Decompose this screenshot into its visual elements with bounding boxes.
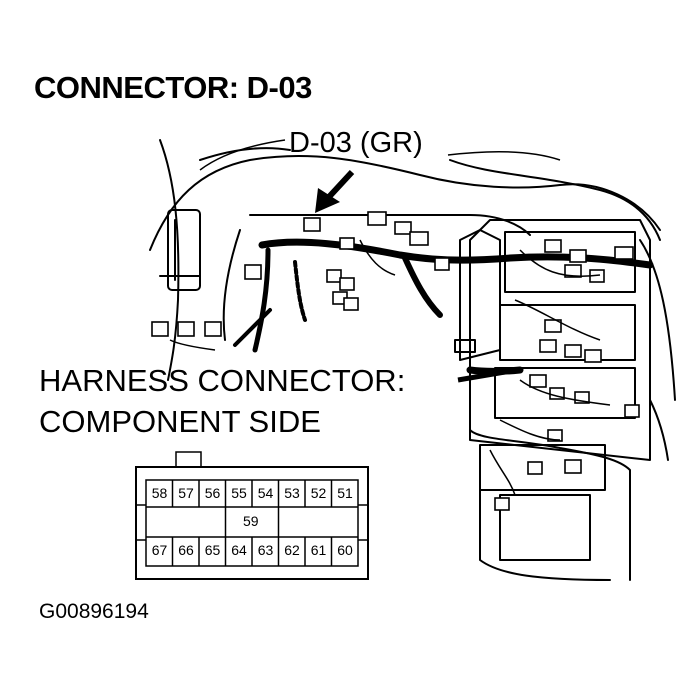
pin-57: 57	[178, 485, 194, 501]
pin-64: 64	[231, 542, 247, 558]
pin-54: 54	[257, 485, 274, 501]
pin-61: 61	[310, 542, 327, 558]
pin-52: 52	[310, 485, 327, 501]
connector-blocks	[151, 211, 640, 511]
harness-connector-face	[135, 451, 369, 580]
center-console	[469, 219, 651, 461]
harness-label-line1: HARNESS CONNECTOR:	[39, 363, 406, 398]
dash-top-outline	[149, 154, 661, 251]
pin-62: 62	[284, 542, 300, 558]
pin-53: 53	[284, 485, 300, 501]
pin-67: 67	[151, 542, 168, 558]
main-wire-harness	[258, 238, 654, 269]
pin-58: 58	[151, 485, 168, 501]
connector-lock-tab	[175, 451, 202, 468]
harness-connector-label: HARNESS CONNECTOR: COMPONENT SIDE	[39, 360, 405, 442]
callout-label: D-03 (GR)	[289, 127, 423, 159]
lower-console-box	[479, 444, 606, 491]
pin-66: 66	[178, 542, 194, 558]
callout-arrow	[315, 169, 355, 213]
pin-63: 63	[257, 542, 274, 558]
connector-title: CONNECTOR: D-03	[34, 70, 312, 105]
pin-55: 55	[231, 485, 247, 501]
vent-slot-left	[167, 209, 201, 291]
harness-label-line2: COMPONENT SIDE	[39, 404, 321, 439]
pin-56: 56	[204, 485, 221, 501]
pin-65: 65	[204, 542, 221, 558]
a-pillar-line	[159, 139, 180, 381]
connector-d03	[303, 217, 321, 232]
pin-51: 51	[337, 485, 353, 501]
figure-id: G00896194	[39, 600, 149, 623]
pin-60: 60	[337, 542, 353, 558]
pin-59: 59	[243, 513, 259, 529]
